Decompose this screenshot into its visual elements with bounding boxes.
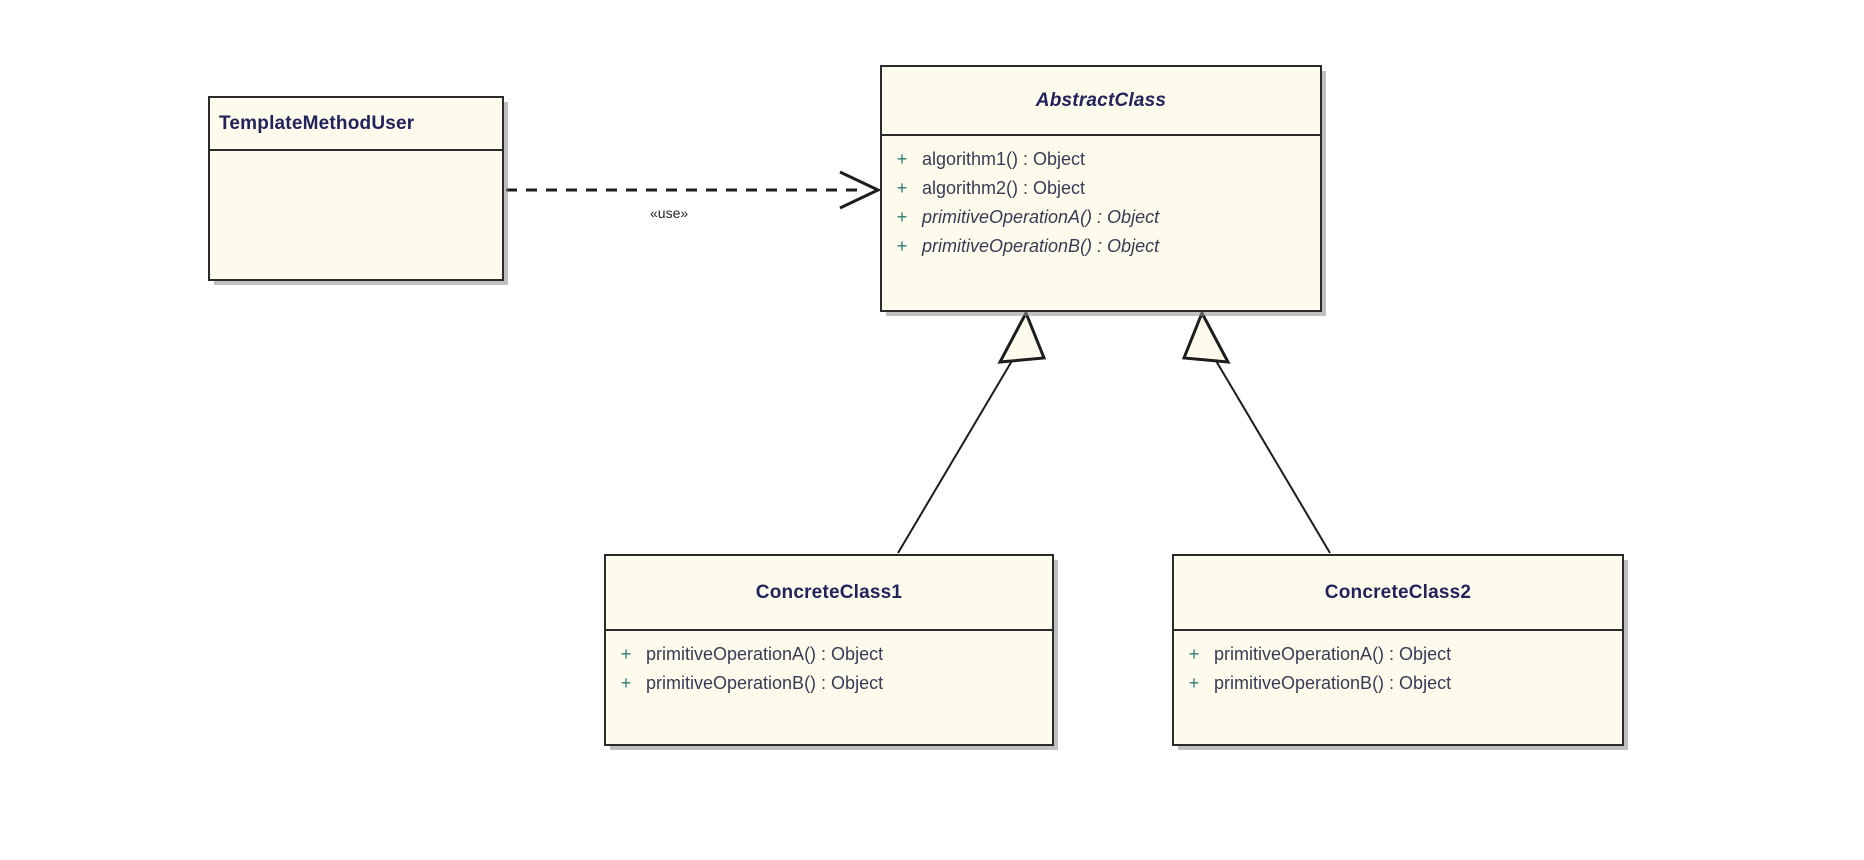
member-signature: primitiveOperationB() : Object	[922, 236, 1160, 256]
class-member-row[interactable]: + algorithm1() : Object	[882, 145, 1320, 174]
visibility-marker: +	[896, 149, 908, 169]
member-signature: primitiveOperationA() : Object	[922, 207, 1160, 227]
member-signature: primitiveOperationB() : Object	[646, 673, 884, 693]
visibility-marker: +	[620, 644, 632, 664]
hollow-triangle-arrowhead-icon	[1181, 309, 1231, 364]
class-members-compartment: + algorithm1() : Object + algorithm2() :…	[882, 136, 1320, 269]
member-signature: primitiveOperationB() : Object	[1214, 673, 1452, 693]
member-signature: algorithm2() : Object	[922, 178, 1086, 198]
class-name-abstract-class: AbstractClass	[1035, 89, 1167, 111]
class-box-template-method-user[interactable]: TemplateMethodUser	[208, 96, 504, 281]
class-member-row[interactable]: + primitiveOperationA() : Object	[606, 640, 1052, 669]
class-member-row[interactable]: + primitiveOperationB() : Object	[1174, 669, 1622, 698]
class-name-concrete-class-2: ConcreteClass2	[1324, 581, 1472, 603]
visibility-marker: +	[896, 207, 908, 227]
edge-generalization-concrete-class-2[interactable]	[1181, 309, 1331, 554]
use-stereotype-label: «use»	[650, 205, 689, 221]
class-member-row[interactable]: + primitiveOperationB() : Object	[606, 669, 1052, 698]
class-box-abstract-class[interactable]: AbstractClass + algorithm1() : Object + …	[880, 65, 1322, 312]
class-name-concrete-class-1: ConcreteClass1	[755, 581, 903, 603]
member-signature: primitiveOperationA() : Object	[1214, 644, 1452, 664]
class-member-row[interactable]: + primitiveOperationB() : Object	[882, 232, 1320, 261]
visibility-marker: +	[896, 178, 908, 198]
edge-use-dependency[interactable]	[506, 170, 882, 210]
visibility-marker: +	[620, 673, 632, 693]
class-members-compartment: + primitiveOperationA() : Object + primi…	[606, 631, 1052, 706]
class-title-compartment: ConcreteClass1	[606, 556, 1052, 631]
class-members-compartment: + primitiveOperationA() : Object + primi…	[1174, 631, 1622, 706]
edge-generalization-concrete-class-1[interactable]	[897, 309, 1047, 554]
class-box-concrete-class-1[interactable]: ConcreteClass1 + primitiveOperationA() :…	[604, 554, 1054, 746]
class-title-compartment: AbstractClass	[882, 67, 1320, 136]
class-box-concrete-class-2[interactable]: ConcreteClass2 + primitiveOperationA() :…	[1172, 554, 1624, 746]
class-member-row[interactable]: + primitiveOperationA() : Object	[882, 203, 1320, 232]
open-arrowhead-icon	[839, 170, 882, 210]
class-members-compartment	[210, 151, 502, 279]
visibility-marker: +	[896, 236, 908, 256]
class-member-row[interactable]: + primitiveOperationA() : Object	[1174, 640, 1622, 669]
class-name-template-method-user: TemplateMethodUser	[219, 112, 415, 134]
hollow-triangle-arrowhead-icon	[997, 309, 1047, 364]
member-signature: algorithm1() : Object	[922, 149, 1086, 169]
visibility-marker: +	[1188, 673, 1200, 693]
class-member-row[interactable]: + algorithm2() : Object	[882, 174, 1320, 203]
generalization-2-line	[1211, 353, 1331, 554]
visibility-marker: +	[1188, 644, 1200, 664]
class-title-compartment: TemplateMethodUser	[210, 98, 502, 151]
class-title-compartment: ConcreteClass2	[1174, 556, 1622, 631]
generalization-1-line	[897, 353, 1017, 554]
member-signature: primitiveOperationA() : Object	[646, 644, 884, 664]
